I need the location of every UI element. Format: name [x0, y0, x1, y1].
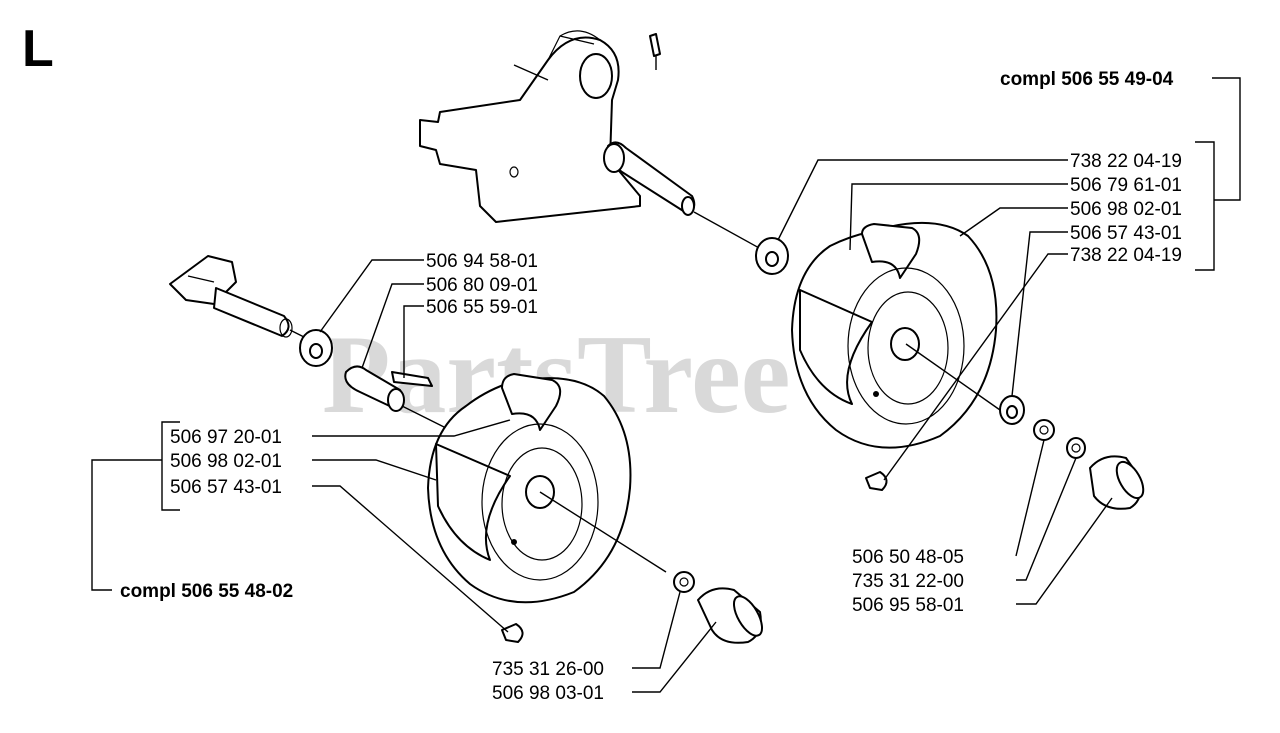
part-number-label: 506 98 02-01	[170, 451, 282, 472]
bottom-bearing	[673, 571, 763, 644]
right-spacer	[755, 237, 789, 275]
right-bearing	[999, 395, 1145, 510]
part-number-label: 506 57 43-01	[1070, 223, 1182, 244]
part-number-label: 506 55 59-01	[426, 297, 538, 318]
part-number-label: 735 31 22-00	[852, 571, 964, 592]
part-number-label: 506 57 43-01	[170, 477, 282, 498]
section-letter: L	[22, 20, 54, 78]
bracket-plate	[419, 30, 771, 255]
part-number-label: 506 97 20-01	[170, 427, 282, 448]
part-number-label: 506 98 03-01	[492, 683, 604, 704]
parts-drawing	[169, 30, 1145, 644]
part-number-label: 506 95 58-01	[852, 595, 964, 616]
assembly-label-right: compl 506 55 49-04	[1000, 69, 1174, 90]
part-number-label: 506 98 02-01	[1070, 199, 1182, 220]
part-number-label: 738 22 04-19	[1070, 245, 1182, 266]
left-spindle	[169, 255, 471, 441]
part-labels: compl 506 55 49-04 738 22 04-19 506 79 6…	[120, 69, 1182, 704]
assembly-label-left: compl 506 55 48-02	[120, 581, 293, 602]
part-number-label: 506 50 48-05	[852, 547, 964, 568]
right-wheel	[791, 221, 1001, 491]
part-number-label: 506 79 61-01	[1070, 175, 1182, 196]
left-wheel	[427, 373, 667, 643]
part-number-label: 506 80 09-01	[426, 275, 538, 296]
part-number-label: 506 94 58-01	[426, 251, 538, 272]
part-number-label: 738 22 04-19	[1070, 151, 1182, 172]
part-number-label: 735 31 26-00	[492, 659, 604, 680]
leader-lines	[91, 77, 1241, 693]
